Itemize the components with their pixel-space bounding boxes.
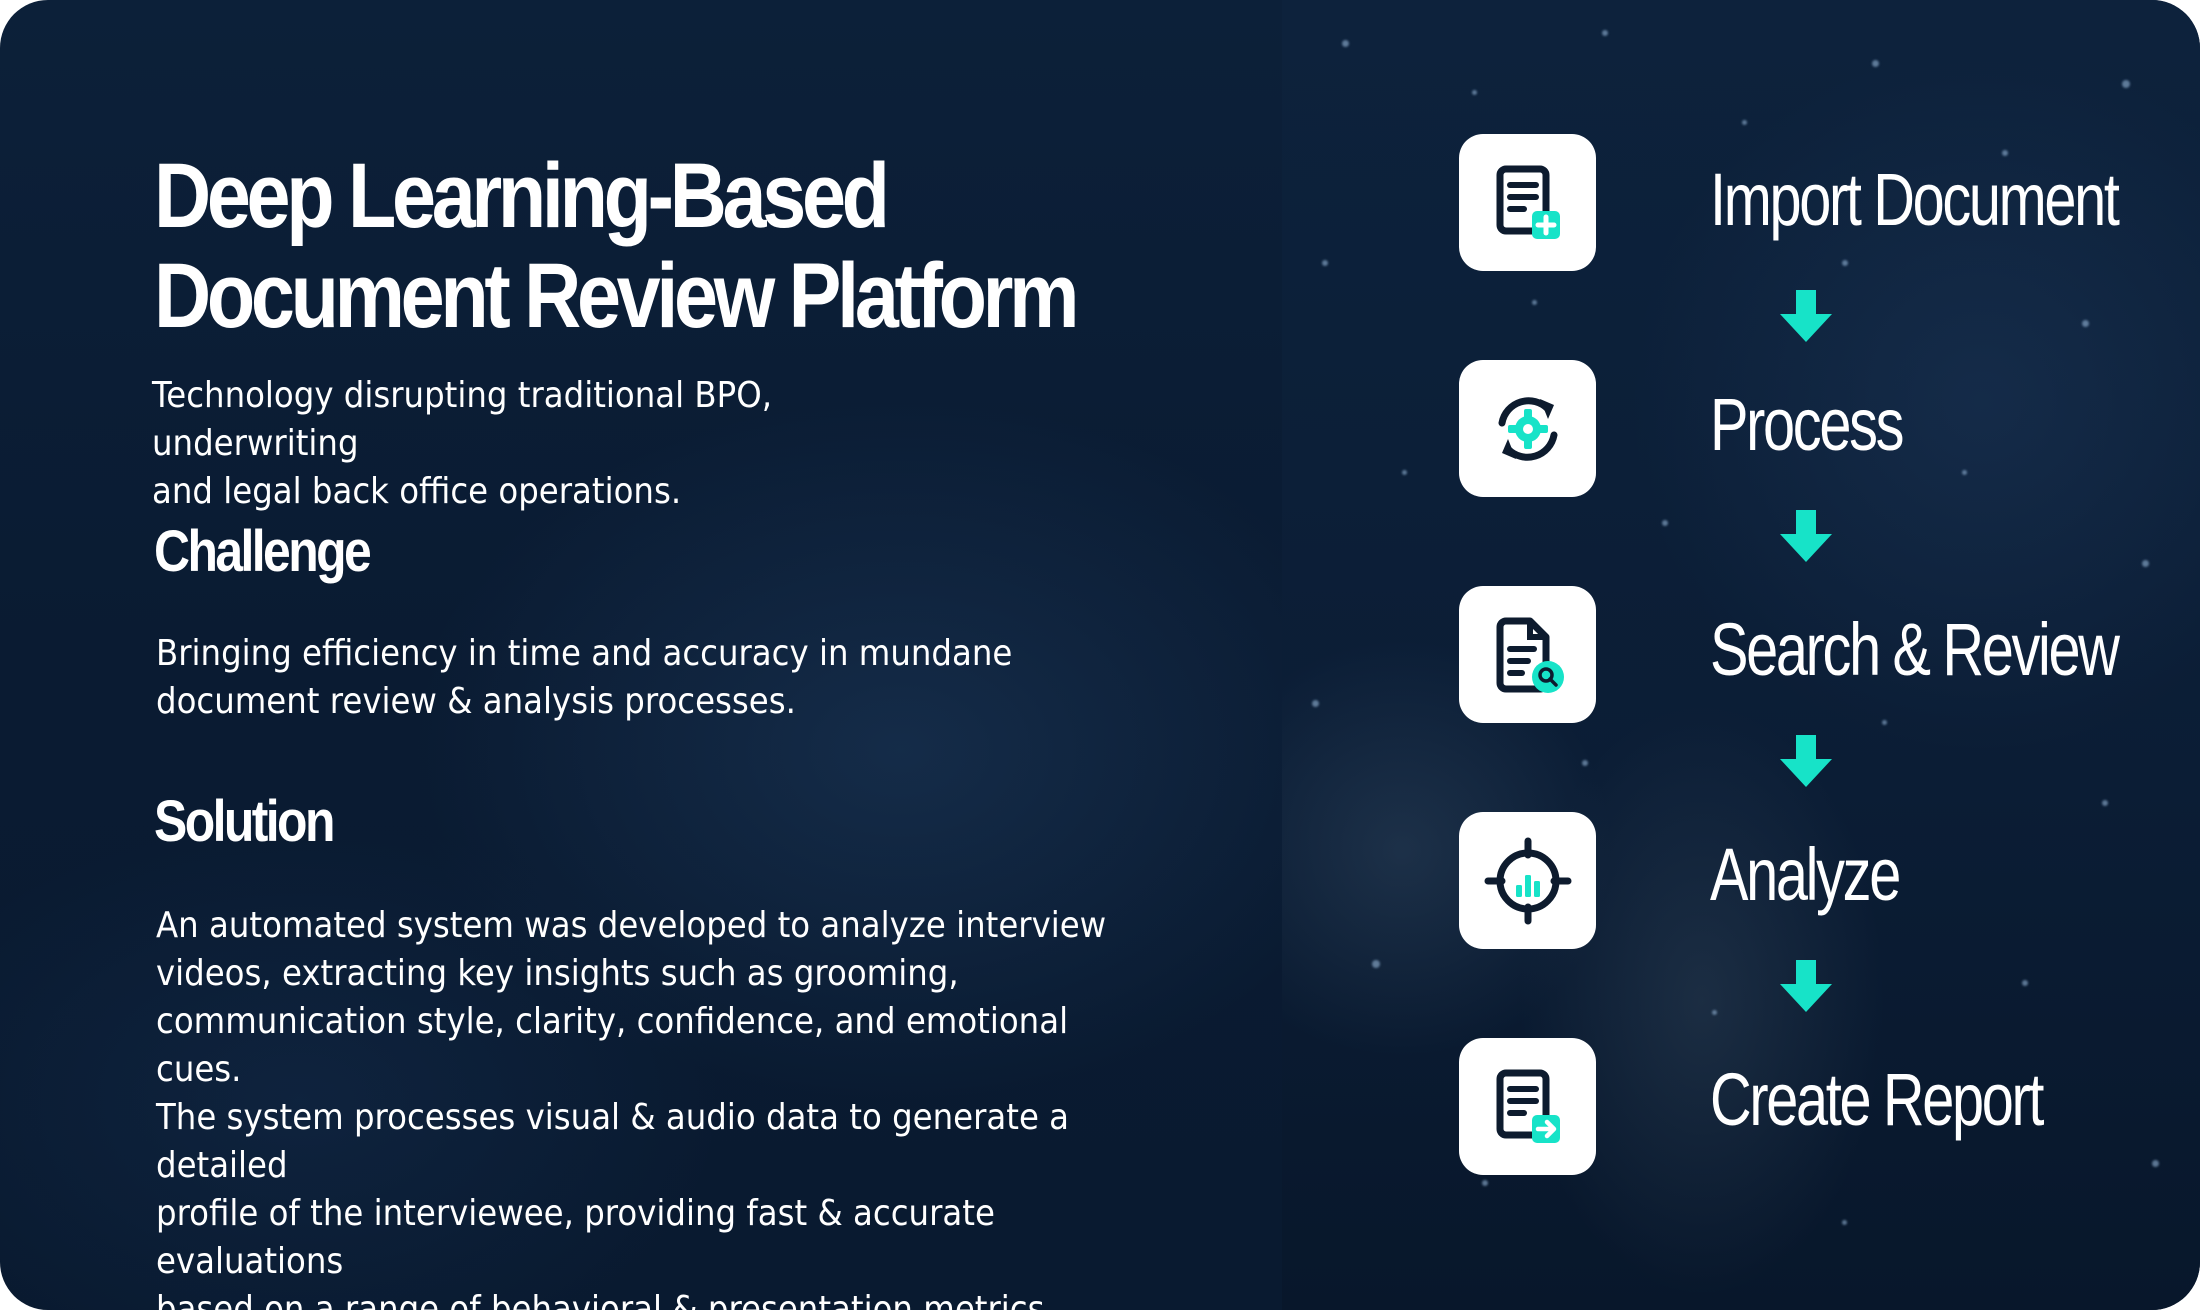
bokeh-dot [1372, 960, 1380, 968]
title-line: Document Review Platform [154, 245, 1079, 347]
arrow-down-icon [1780, 735, 1832, 787]
step-label-import: Import Document [1710, 158, 2120, 241]
challenge-text: Bringing efficiency in time and accuracy… [156, 630, 1128, 726]
bokeh-dot [1342, 40, 1349, 47]
bokeh-dot [1482, 1180, 1488, 1186]
solution-heading: Solution [154, 789, 335, 854]
document-search-icon [1459, 586, 1596, 723]
subtitle-line: and legal back office operations. [152, 471, 682, 512]
bokeh-dot [1402, 470, 1407, 475]
bokeh-dot [1322, 260, 1328, 266]
arrow-down-icon [1780, 510, 1832, 562]
arrow-down-icon [1780, 290, 1832, 342]
bokeh-dot [2142, 560, 2149, 567]
bokeh-dot [1532, 300, 1537, 305]
bokeh-dot [2122, 80, 2130, 88]
document-add-icon [1459, 134, 1596, 271]
step-label-search-review: Search & Review [1710, 608, 2120, 691]
bokeh-dot [2022, 980, 2028, 986]
title-line: Deep Learning-Based [154, 145, 890, 247]
bokeh-dot [1742, 120, 1747, 125]
solution-line: The system processes visual & audio data… [156, 1097, 1070, 1186]
challenge-heading: Challenge [154, 519, 372, 584]
bokeh-dot [2082, 320, 2089, 327]
bokeh-dot [2152, 1160, 2159, 1167]
bokeh-dot [2002, 150, 2008, 156]
subtitle-line: Technology disrupting traditional BPO, u… [152, 375, 773, 464]
challenge-line: Bringing efficiency in time and accuracy… [156, 633, 1013, 674]
arrow-down-icon [1780, 960, 1832, 1012]
bokeh-dot [1842, 1220, 1847, 1225]
image-panel [1282, 0, 2200, 1310]
solution-line: communication style, clarity, confidence… [156, 1001, 1069, 1090]
bokeh-dot [1962, 470, 1967, 475]
page-title: Deep Learning-Based Document Review Plat… [154, 145, 1079, 347]
bokeh-dot [1662, 520, 1668, 526]
bokeh-dot [1582, 760, 1588, 766]
bokeh-dot [1882, 720, 1887, 725]
bokeh-dot [1712, 1010, 1717, 1015]
bokeh-dot [1602, 30, 1608, 36]
solution-line: profile of the interviewee, providing fa… [156, 1193, 995, 1282]
subtitle: Technology disrupting traditional BPO, u… [152, 372, 980, 516]
solution-line: based on a range of behavioral & present… [156, 1289, 1055, 1310]
background-glow [0, 0, 1282, 1310]
bokeh-dot [1872, 60, 1879, 67]
solution-text: An automated system was developed to ana… [156, 902, 1128, 1310]
challenge-line: document review & analysis processes. [156, 681, 796, 722]
target-chart-icon [1459, 812, 1596, 949]
document-export-icon [1459, 1038, 1596, 1175]
bokeh-dot [1472, 90, 1477, 95]
solution-line: videos, extracting key insights such as … [156, 953, 959, 994]
step-label-analyze: Analyze [1710, 833, 1901, 916]
bokeh-dot [1312, 700, 1319, 707]
solution-line: An automated system was developed to ana… [156, 905, 1107, 946]
bokeh-dot [1842, 260, 1848, 266]
step-label-process: Process [1710, 383, 1904, 466]
step-label-create-report: Create Report [1710, 1058, 2044, 1141]
gear-refresh-icon [1459, 360, 1596, 497]
bokeh-dot [2102, 800, 2108, 806]
